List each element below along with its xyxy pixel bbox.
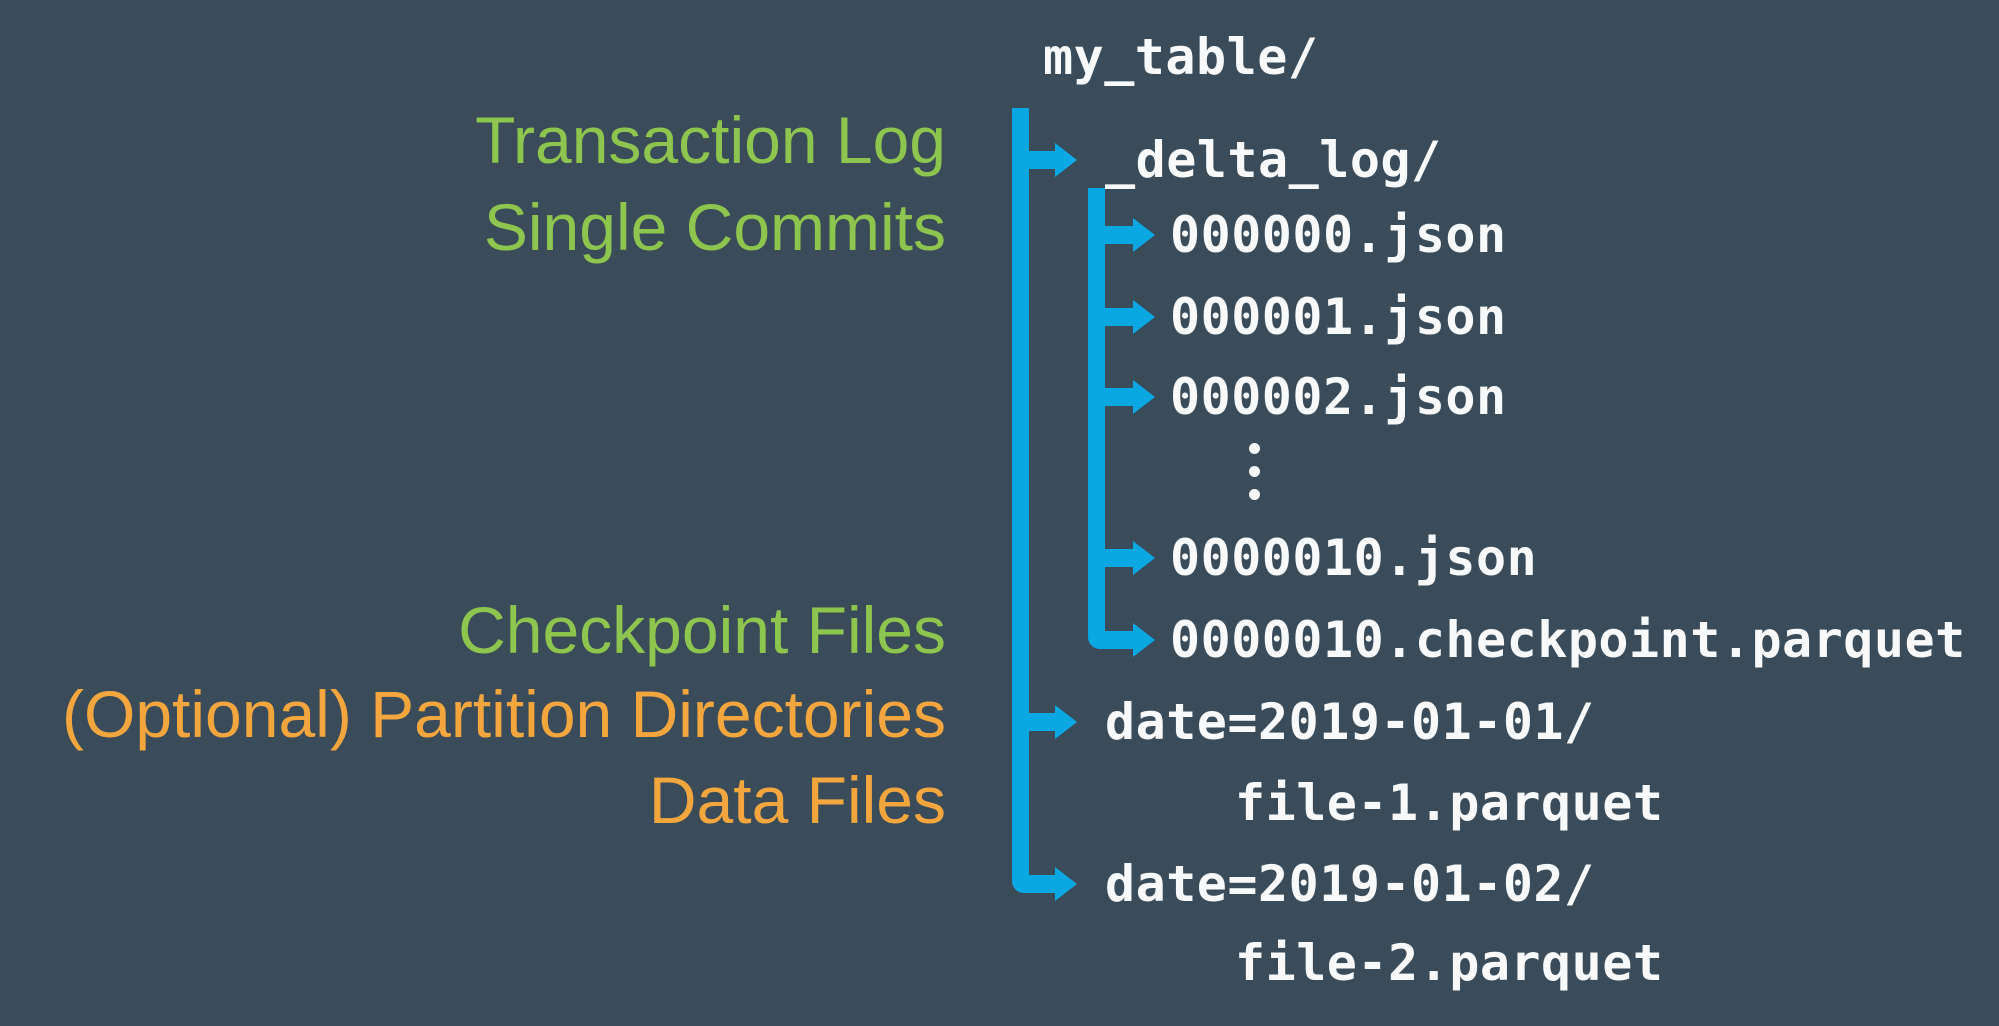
tree-row-partition-dir: date=2019-01-02/: [1105, 855, 1595, 913]
branch-arrow-icon: [1099, 300, 1163, 334]
label-data-files: Data Files: [648, 763, 946, 837]
tree-row-root-dir: my_table/: [1043, 28, 1319, 86]
annotation-labels: Transaction Log Single Commits Checkpoin…: [0, 0, 946, 1026]
delta-log-branch-line: [1088, 188, 1105, 649]
tree-row-delta-log-dir: _delta_log/: [1105, 131, 1442, 189]
branch-arrow-icon: [1023, 143, 1087, 177]
tree-row-commit-json: 0000010.json: [1170, 529, 1538, 587]
branch-arrow-icon: [1023, 867, 1087, 901]
tree-row-checkpoint-file: 0000010.checkpoint.parquet: [1170, 611, 1966, 669]
tree-row-commit-json: 000001.json: [1170, 288, 1507, 346]
tree-row-data-file: file-1.parquet: [1235, 774, 1664, 832]
tree-row-data-file: file-2.parquet: [1235, 934, 1664, 992]
label-transaction-log: Transaction Log: [475, 103, 946, 177]
tree-row-partition-dir: date=2019-01-01/: [1105, 693, 1595, 751]
tree-trunk-line: [1012, 108, 1029, 893]
branch-arrow-icon: [1099, 380, 1163, 414]
vertical-ellipsis-icon: [1249, 443, 1260, 512]
branch-arrow-icon: [1099, 541, 1163, 575]
branch-arrow-icon: [1099, 623, 1163, 657]
tree-row-commit-json: 000002.json: [1170, 368, 1507, 426]
branch-arrow-icon: [1023, 705, 1087, 739]
label-partition-directories: (Optional) Partition Directories: [62, 677, 946, 751]
tree-row-commit-json: 000000.json: [1170, 206, 1507, 264]
label-single-commits: Single Commits: [483, 190, 946, 264]
branch-arrow-icon: [1099, 218, 1163, 252]
label-checkpoint-files: Checkpoint Files: [458, 593, 946, 667]
